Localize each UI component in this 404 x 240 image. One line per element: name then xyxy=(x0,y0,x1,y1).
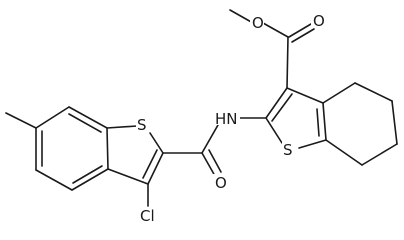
amide-nh-label: HN xyxy=(215,110,238,128)
bond-c6-c7 xyxy=(361,143,398,166)
bond-c7-c7a xyxy=(325,139,363,166)
atom-labels: O O HN O S S Cl xyxy=(136,12,325,225)
chloro-label: Cl xyxy=(140,207,155,225)
bond-c5prime-c4prime xyxy=(35,169,73,191)
bond-c3a-c7a-double xyxy=(316,108,320,137)
chemical-structure: O O HN O S S Cl xyxy=(5,9,398,225)
bond-c3-c2-double xyxy=(271,93,293,122)
bond-amide-c-o xyxy=(201,152,216,177)
bond-c3-c2 xyxy=(265,87,288,119)
bond-c2prime-c3prime xyxy=(147,152,164,185)
bond-sprime-c7aprime xyxy=(106,125,138,129)
ester-methoxy-o-label: O xyxy=(252,14,264,32)
bond-c2prime-c3prime-double xyxy=(142,149,158,179)
bond-ester-o-carbonyl-c xyxy=(262,22,289,38)
bond-carbonyl-c3 xyxy=(286,36,289,89)
bond-nh-amide-c xyxy=(201,124,219,154)
bond-c4-c5 xyxy=(354,82,393,102)
bond-c2prime-sprime xyxy=(149,132,164,154)
bond-ester-carbonyl-double xyxy=(288,23,312,38)
bond-c4prime-c3aprime xyxy=(71,168,109,191)
bond-c7aprime-c7prime xyxy=(68,106,108,129)
amide-o-label: O xyxy=(215,174,227,192)
bond-ester-carbonyl-double-2 xyxy=(291,28,315,43)
bond-c3-c3a xyxy=(286,87,324,104)
bond-c3aprime-c7aprime xyxy=(106,127,109,170)
bond-c7aprime-c7prime-double xyxy=(68,113,102,133)
bond-c2-s xyxy=(265,117,283,144)
bond-c3prime-c3aprime xyxy=(107,168,149,185)
bond-amide-c-o-double xyxy=(208,149,222,173)
thiophene-s-right-label: S xyxy=(283,141,293,159)
bond-s-c7a xyxy=(298,139,327,149)
bond-c4prime-c3aprime-double xyxy=(72,165,103,184)
bond-c3a-c7a xyxy=(322,102,327,141)
bond-c6prime-methyl xyxy=(5,112,37,129)
bond-methyl-ester-o xyxy=(229,9,254,24)
thiophene-s-left-label: S xyxy=(137,116,147,134)
bond-c7prime-c6prime xyxy=(35,106,70,129)
bond-c3a-c4 xyxy=(322,82,356,104)
ester-carbonyl-o-label: O xyxy=(313,12,325,30)
bond-lines xyxy=(5,9,398,207)
bond-c5-c6 xyxy=(391,100,398,145)
